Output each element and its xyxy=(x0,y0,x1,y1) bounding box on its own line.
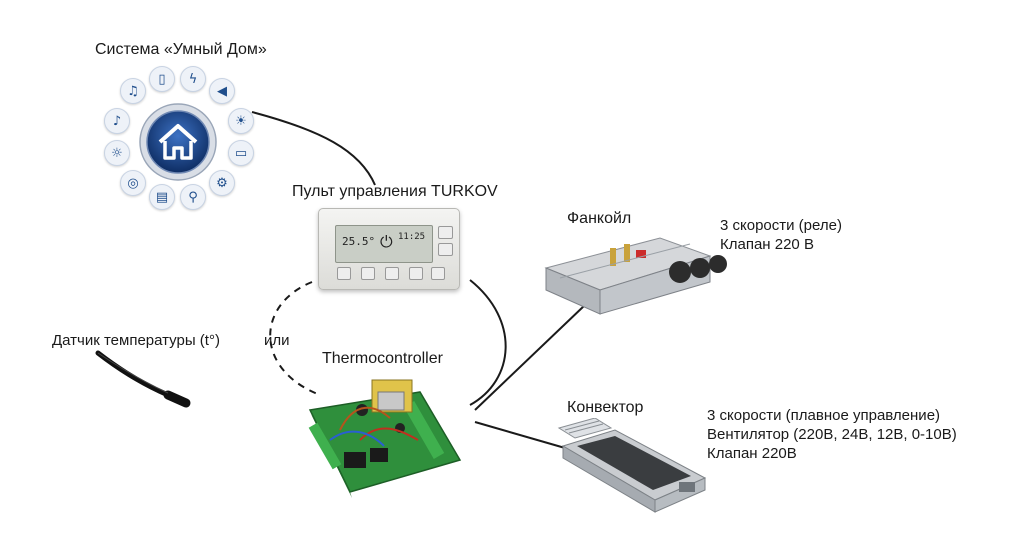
gear-icon: ⚙ xyxy=(209,170,235,196)
megaphone-icon: ◀ xyxy=(209,78,235,104)
panel-button-ok[interactable] xyxy=(438,243,453,256)
convector-image xyxy=(557,418,707,513)
panel-button-mode[interactable] xyxy=(385,267,399,280)
panel-button-down[interactable] xyxy=(409,267,423,280)
home-icon xyxy=(139,103,217,181)
panel-button-fan[interactable] xyxy=(361,267,375,280)
music-note-icon: ♫ xyxy=(120,78,146,104)
sensor-label: Датчик температуры (t°) xyxy=(52,332,220,349)
convector-spec-line1: 3 скорости (плавное управление) xyxy=(707,407,941,424)
line-thermo-fancoil xyxy=(474,304,586,411)
convector-spec-line3: Клапан 220В xyxy=(707,445,797,462)
speaker-icon: ♪ xyxy=(104,108,130,134)
lightning-icon: ϟ xyxy=(180,66,206,92)
sun-icon: ☀ xyxy=(228,108,254,134)
fancoil-label: Фанкойл xyxy=(567,210,632,227)
thermocontroller-label: Thermocontroller xyxy=(322,350,443,367)
globe-icon: ◎ xyxy=(120,170,146,196)
panel-button-up[interactable] xyxy=(431,267,445,280)
line-smarthome-panel xyxy=(251,111,376,186)
line-dashed-sensor xyxy=(269,281,321,396)
lcd-temperature: 25.5° xyxy=(342,235,376,248)
smart-home-title: Система «Умный Дом» xyxy=(95,41,267,58)
convector-label: Конвектор xyxy=(567,399,644,416)
lcd-power-icon: ⏻ xyxy=(380,232,393,251)
panel-button-menu[interactable] xyxy=(438,226,453,239)
line-thermo-convector xyxy=(474,421,566,449)
temperature-sensor-image xyxy=(95,350,191,408)
convector-spec-line2: Вентилятор (220В, 24В, 12В, 0-10В) xyxy=(707,426,957,443)
laptop-icon: ▤ xyxy=(149,184,175,210)
smart-home-hub: ♫ ▯ ϟ ◀ ☀ ▭ ⚙ ⚲ ▤ ◎ ☼ ♪ xyxy=(100,66,260,216)
fancoil-spec-line1: 3 скорости (реле) xyxy=(720,217,842,234)
sensor-or-label: или xyxy=(264,332,290,349)
panel-button-power[interactable] xyxy=(337,267,351,280)
fancoil-spec-line2: Клапан 220 В xyxy=(720,236,814,253)
thermocontroller-board-image xyxy=(308,379,462,498)
bicycle-icon: ⚲ xyxy=(180,184,206,210)
panel-title: Пульт управления TURKOV xyxy=(292,183,498,200)
phone-rotate-icon: ▯ xyxy=(149,66,175,92)
fancoil-image xyxy=(544,237,727,315)
lightbulb-icon: ☼ xyxy=(104,140,130,166)
control-panel: 25.5° 11:25 ⏻ xyxy=(318,208,460,290)
panel-lcd: 25.5° 11:25 ⏻ xyxy=(335,225,433,263)
lcd-time: 11:25 xyxy=(398,232,426,242)
monitor-icon: ▭ xyxy=(228,140,254,166)
line-panel-thermo xyxy=(469,279,507,406)
